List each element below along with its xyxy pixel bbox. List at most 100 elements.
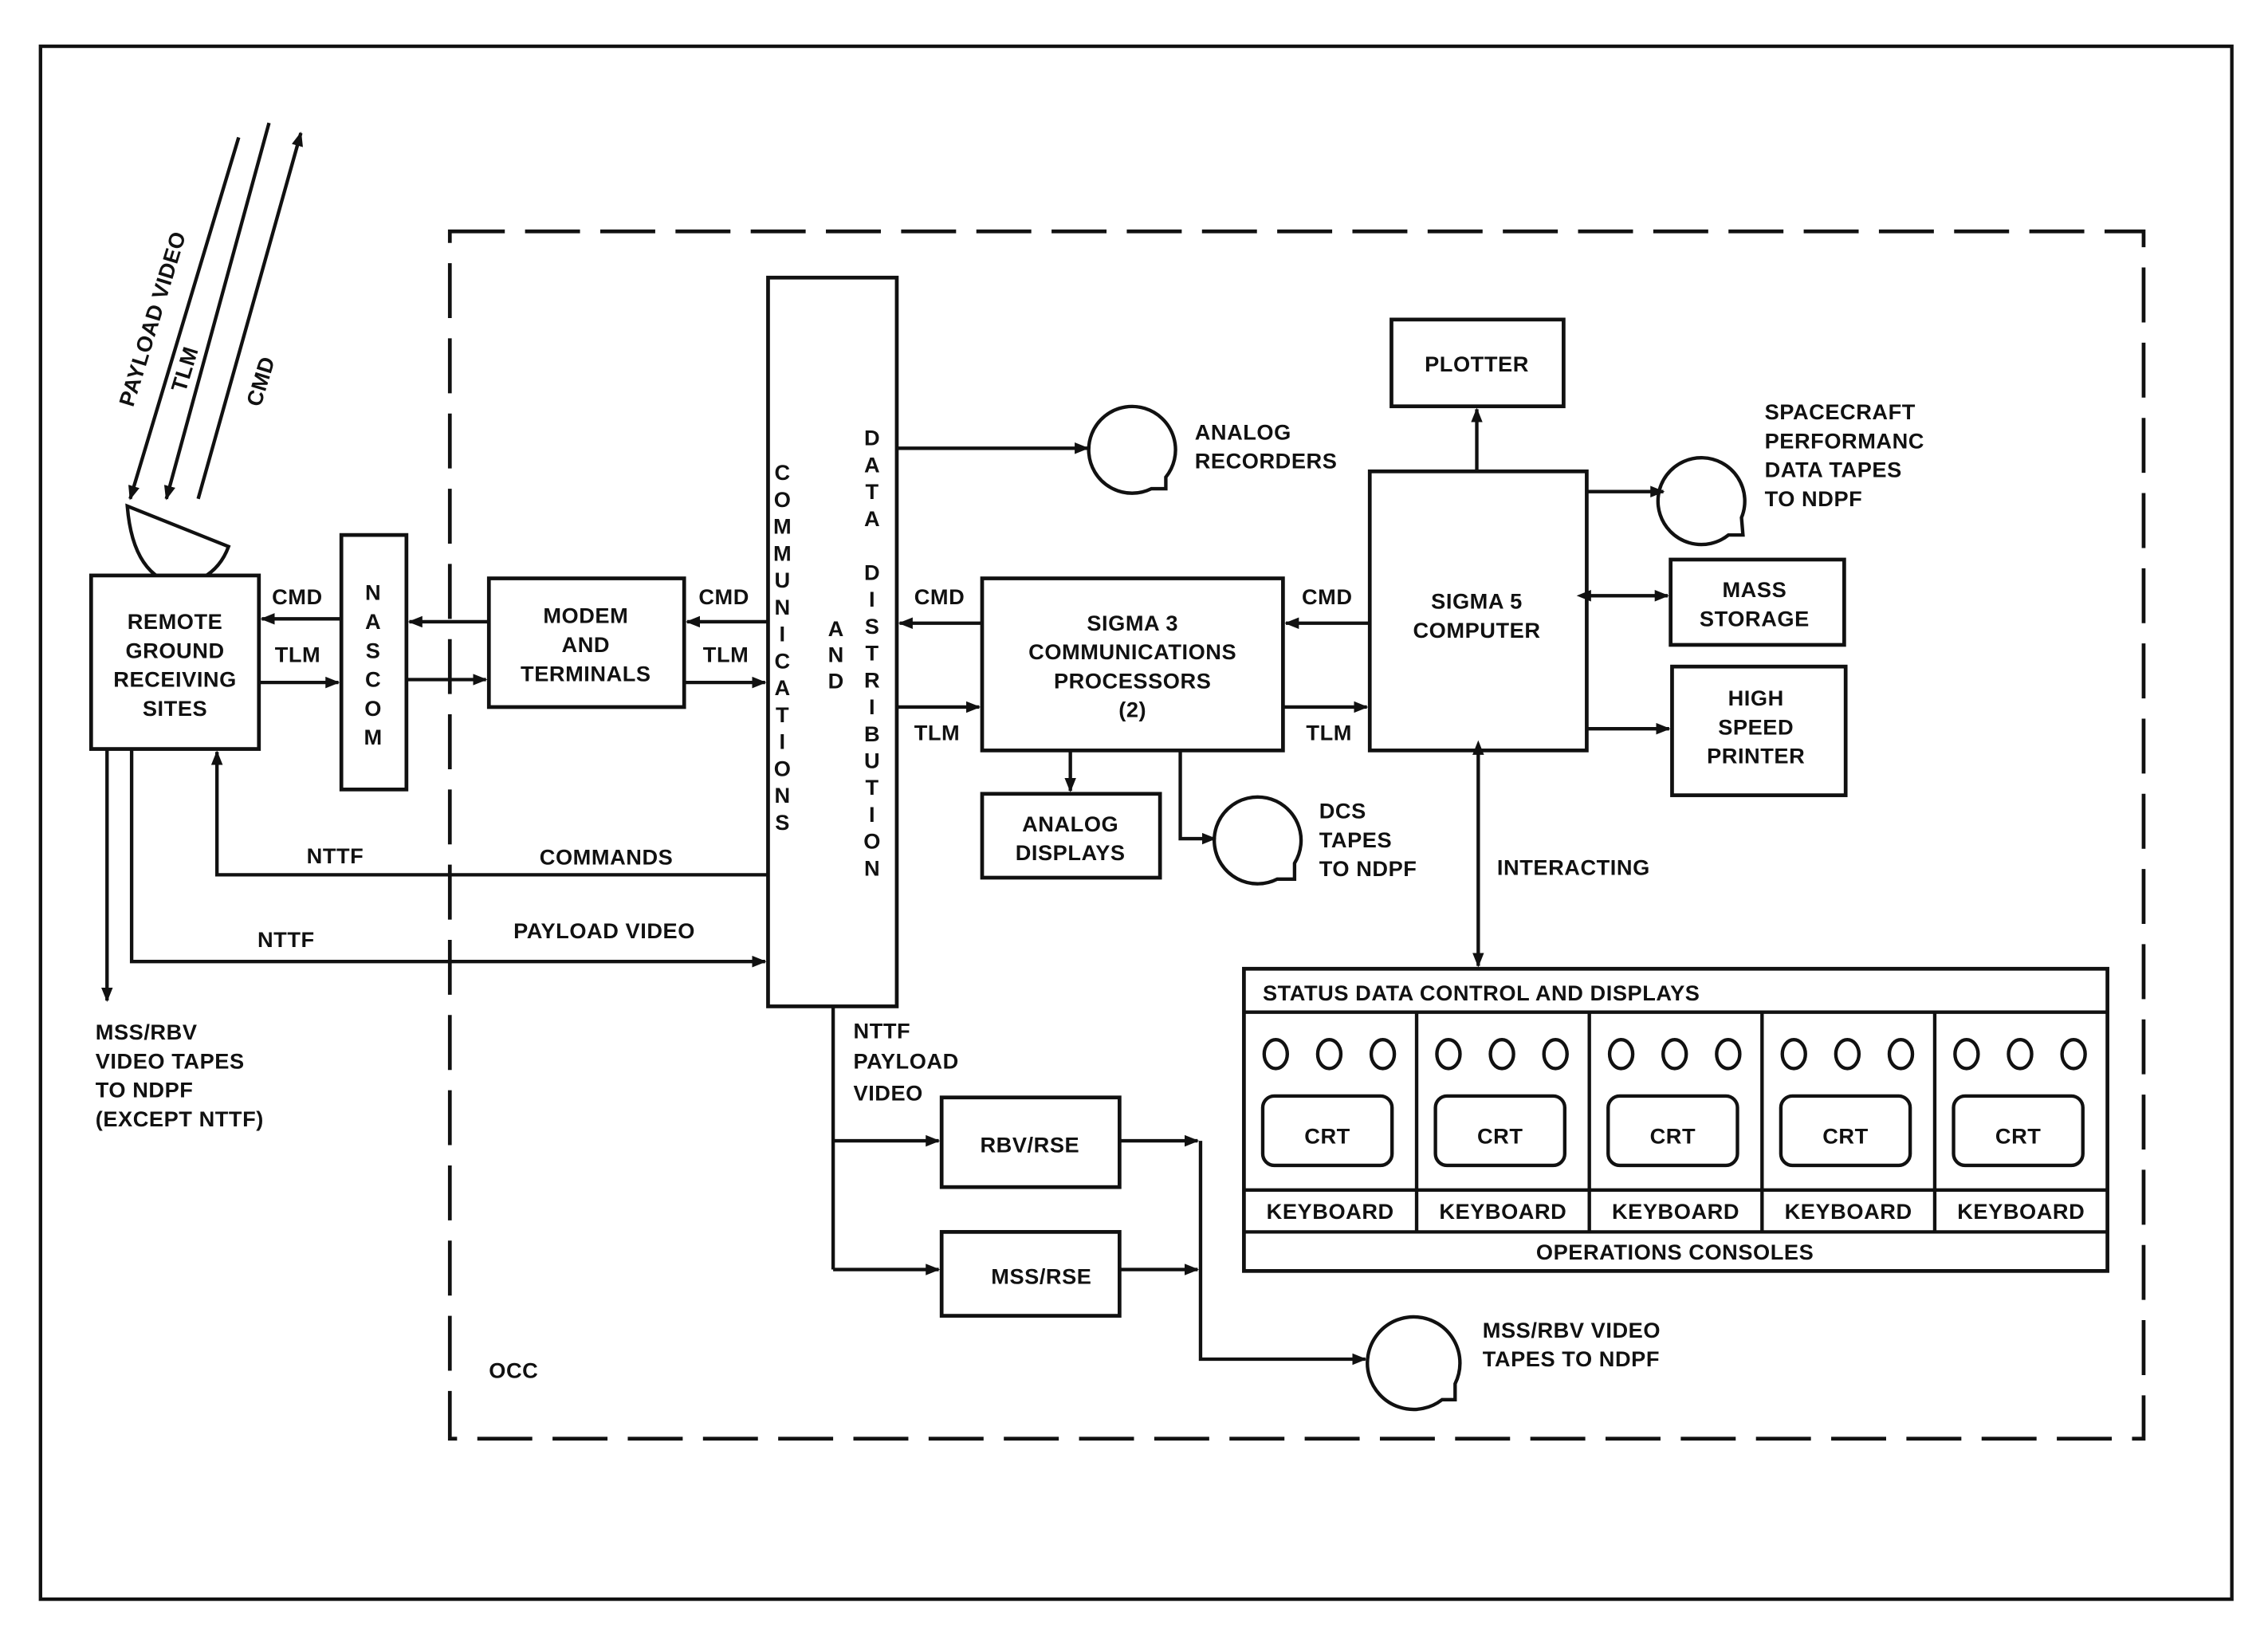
indicator-light-icon: [1262, 1037, 1290, 1071]
analog-recorders-label: ANALOG RECORDERS: [1195, 419, 1338, 474]
sigma3-label: SIGMA 3 COMMUNICATIONS PROCESSORS (2): [1028, 611, 1236, 722]
svg-text:GROUND: GROUND: [125, 638, 224, 662]
svg-text:ANALOG: ANALOG: [1022, 812, 1118, 836]
column-letter: T: [776, 702, 789, 727]
tlm-label-3: TLM: [914, 721, 961, 745]
mass-storage-label: MASS STORAGE: [1700, 577, 1810, 631]
sigma5-label: SIGMA 5 COMPUTER: [1413, 589, 1540, 643]
commands-label: COMMANDS: [540, 845, 674, 870]
payload-video-link-label: PAYLOAD VIDEO: [513, 918, 695, 943]
indicator-light-icon: [1834, 1037, 1861, 1071]
column-letter: I: [780, 729, 786, 754]
svg-text:SPACECRAFT: SPACECRAFT: [1765, 399, 1916, 424]
modem-label: MODEM AND TERMINALS: [521, 603, 651, 686]
cmd-label-2: CMD: [698, 584, 749, 609]
occ-boundary: [447, 229, 2146, 1441]
analog-displays-label: ANALOG DISPLAYS: [1016, 812, 1125, 865]
svg-text:TO NDPF: TO NDPF: [96, 1078, 194, 1102]
indicator-light-icon: [1488, 1037, 1515, 1071]
mss-rse-label: MSS/RSE: [991, 1264, 1091, 1289]
column-letter: B: [864, 721, 880, 746]
console-unit: CRT KEYBOARD: [1932, 1012, 2087, 1232]
svg-text:TO NDPF: TO NDPF: [1765, 486, 1863, 511]
communications-label: COMMUNICATIONS: [773, 460, 792, 835]
svg-text:DATA TAPES: DATA TAPES: [1765, 458, 1902, 482]
crt-label: CRT: [1995, 1124, 2042, 1149]
svg-text:VIDEO: VIDEO: [854, 1080, 923, 1105]
column-letter: S: [775, 810, 790, 835]
column-letter: A: [864, 452, 880, 477]
nttf-label-2: NTTF: [257, 927, 315, 952]
svg-text:SPEED: SPEED: [1718, 714, 1794, 739]
keyboard-label: KEYBOARD: [1267, 1199, 1394, 1224]
column-letter: N: [864, 855, 880, 880]
svg-text:COMPUTER: COMPUTER: [1413, 618, 1540, 643]
plotter-label: PLOTTER: [1425, 352, 1529, 376]
column-letter: O: [364, 696, 382, 721]
crt-screen-icon: [1606, 1094, 1739, 1168]
svg-text:TO NDPF: TO NDPF: [1319, 856, 1417, 881]
svg-text:SIGMA 5: SIGMA 5: [1431, 589, 1523, 614]
svg-text:VIDEO TAPES: VIDEO TAPES: [96, 1048, 245, 1073]
nascom-box: [339, 533, 409, 792]
column-letter: O: [774, 487, 792, 512]
tlm-label-4: TLM: [1306, 721, 1352, 745]
crt-screen-icon: [1952, 1094, 2085, 1168]
consoles-header: STATUS DATA CONTROL AND DISPLAYS: [1263, 981, 1700, 1005]
svg-text:PAYLOAD: PAYLOAD: [854, 1048, 959, 1073]
column-letter: C: [774, 648, 790, 673]
crt-label: CRT: [1822, 1124, 1869, 1149]
dcs-tapes-link: [1178, 750, 1217, 845]
column-letter: N: [828, 643, 844, 667]
mass-storage-box: [1669, 557, 1846, 647]
mss-rbv-video-tapes-label: MSS/RBV VIDEO TAPES TO NDPF (EXCEPT NTTF…: [96, 1020, 264, 1131]
consoles-footer: OPERATIONS CONSOLES: [1536, 1240, 1814, 1264]
svg-text:AND: AND: [562, 632, 611, 657]
crt-screen-icon: [1433, 1094, 1567, 1168]
crt-screen-icon: [1779, 1094, 1912, 1168]
svg-text:RECORDERS: RECORDERS: [1195, 449, 1338, 474]
printer-label: HIGH SPEED PRINTER: [1707, 686, 1805, 768]
printer-box: [1670, 664, 1848, 797]
analog-displays-box: [980, 792, 1162, 880]
svg-text:REMOTE: REMOTE: [128, 609, 223, 634]
nttf-payload-video-label: NTTF PAYLOAD VIDEO: [854, 1018, 959, 1105]
nttf-commands-line: [210, 750, 768, 877]
keyboard-label: KEYBOARD: [1957, 1199, 2085, 1224]
cmd-label-1: CMD: [272, 584, 323, 609]
column-letter: R: [864, 667, 880, 692]
cmd-uplink-label: CMD: [242, 353, 280, 409]
dcs-tape-icon: [1213, 795, 1303, 886]
column-letter: C: [365, 667, 381, 692]
column-letter: D: [828, 668, 844, 693]
column-letter: T: [866, 479, 879, 504]
column-letter: C: [774, 460, 790, 485]
column-letter: I: [869, 802, 875, 827]
indicator-light-icon: [1369, 1037, 1397, 1071]
column-letter: T: [866, 641, 879, 666]
plotter-box: [1389, 317, 1566, 409]
svg-text:STORAGE: STORAGE: [1700, 606, 1810, 631]
indicator-light-icon: [1315, 1037, 1343, 1071]
svg-text:PROCESSORS: PROCESSORS: [1054, 668, 1211, 693]
column-letter: I: [780, 622, 786, 647]
svg-text:TAPES: TAPES: [1319, 827, 1392, 852]
remote-ground-label: REMOTE GROUND RECEIVING SITES: [113, 609, 236, 721]
cmd-label-4: CMD: [1302, 584, 1353, 609]
svg-text:MSS/RBV VIDEO: MSS/RBV VIDEO: [1483, 1318, 1661, 1342]
tlm-downlink: [163, 122, 271, 501]
nttf-payload-video-line: [129, 749, 767, 968]
svg-text:SITES: SITES: [143, 696, 207, 721]
tlm-label-1: TLM: [275, 643, 321, 667]
column-letter: S: [366, 638, 381, 662]
rbv-rse-box: [939, 1095, 1122, 1189]
sigma3-box: [980, 576, 1285, 753]
column-letter: U: [864, 749, 880, 773]
payload-video-downlink: [128, 136, 241, 501]
indicator-light-icon: [1661, 1037, 1688, 1071]
svg-text:TERMINALS: TERMINALS: [521, 661, 651, 686]
